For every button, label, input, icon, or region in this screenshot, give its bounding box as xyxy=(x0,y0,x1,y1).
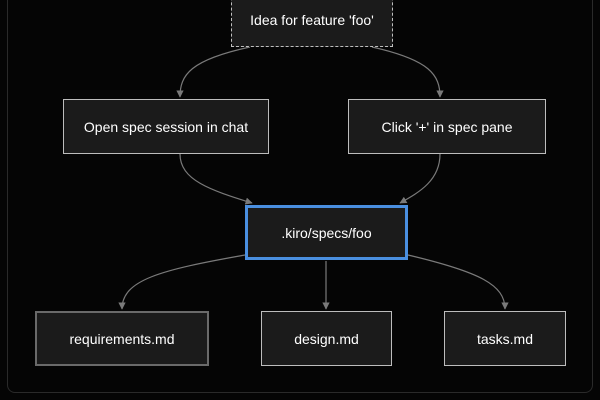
node-requirements: requirements.md xyxy=(35,311,209,366)
node-click-plus-spec-pane: Click '+' in spec pane xyxy=(348,99,546,154)
diagram-frame xyxy=(7,0,593,393)
node-tasks-label: tasks.md xyxy=(476,330,533,347)
edge-idea-to-chat xyxy=(176,46,251,98)
node-specs-folder: .kiro/specs/foo xyxy=(245,205,408,260)
node-idea: Idea for feature 'foo' xyxy=(231,0,393,47)
node-requirements-label: requirements.md xyxy=(69,330,175,347)
node-idea-label: Idea for feature 'foo' xyxy=(250,11,374,28)
edge-pane-to-specs xyxy=(399,153,441,204)
node-specs-folder-label: .kiro/specs/foo xyxy=(281,224,372,241)
node-open-spec-session-label: Open spec session in chat xyxy=(83,118,249,135)
node-design-label: design.md xyxy=(294,330,359,347)
node-tasks: tasks.md xyxy=(444,311,566,366)
edge-specs-to-tasks xyxy=(407,254,509,310)
node-click-plus-spec-pane-label: Click '+' in spec pane xyxy=(381,118,513,135)
node-design: design.md xyxy=(261,311,392,366)
node-open-spec-session: Open spec session in chat xyxy=(63,99,269,154)
edge-chat-to-specs xyxy=(179,153,253,205)
edge-idea-to-pane xyxy=(371,46,444,98)
edge-specs-to-requirements xyxy=(118,254,246,310)
